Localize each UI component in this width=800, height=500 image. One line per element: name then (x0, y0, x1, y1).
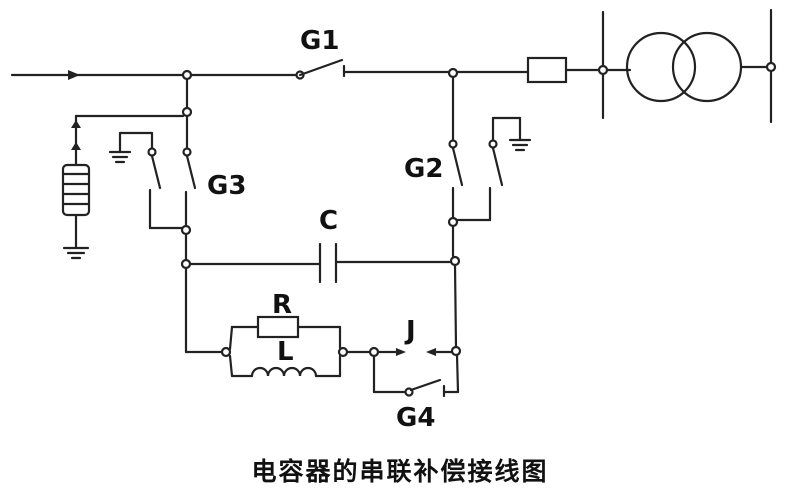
label-j: J (406, 316, 416, 346)
left-branch (74, 69, 193, 128)
inductor-l (250, 366, 318, 378)
right-busbar (765, 8, 777, 124)
label-g2: G2 (404, 154, 444, 184)
label-g3: G3 (207, 171, 247, 201)
label-g1: G1 (300, 26, 340, 56)
label-r: R (272, 290, 293, 320)
label-l: L (277, 337, 294, 367)
transformer (605, 31, 770, 103)
left-busbar (597, 10, 609, 120)
switch-g3 (108, 114, 197, 262)
switch-g4 (372, 353, 460, 398)
label-g4: G4 (396, 403, 436, 433)
label-c: C (319, 206, 339, 236)
incoming-line (10, 70, 186, 80)
damping-branch (184, 263, 462, 398)
diagram-caption: 电容器的串联补偿接线图 (251, 457, 549, 486)
capacitor-c (180, 242, 461, 284)
resistor-r (256, 315, 300, 339)
switch-g2 (447, 67, 532, 258)
surge-arrester (61, 120, 91, 260)
spark-gap-j (376, 348, 454, 356)
arrow-right-icon (68, 70, 80, 80)
breaker-box (456, 56, 604, 84)
switch-g1 (188, 58, 452, 80)
